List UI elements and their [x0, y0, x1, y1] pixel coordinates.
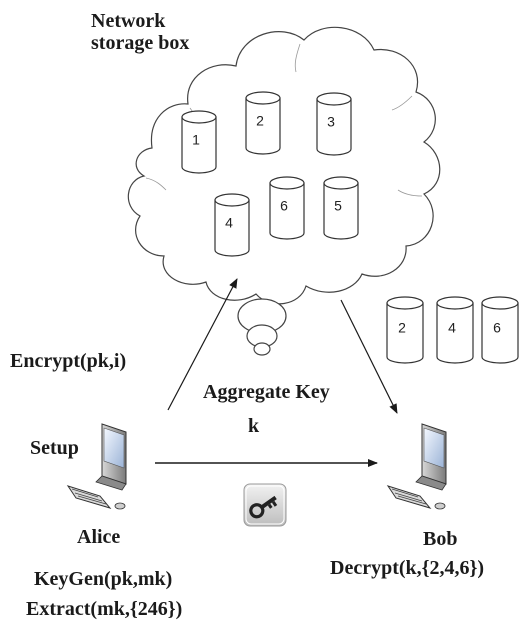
storage-cylinder: 6	[481, 296, 519, 364]
bob-label: Bob	[423, 528, 458, 550]
cylinder-label: 1	[192, 132, 200, 148]
cloud-title: Network storage box	[91, 10, 189, 54]
cylinder-label: 3	[327, 114, 335, 130]
storage-cylinder: 5	[323, 176, 359, 240]
cloud-title-line1: Network	[91, 10, 166, 32]
storage-cylinder: 4	[214, 193, 250, 257]
key-icon	[243, 483, 287, 527]
alice-label: Alice	[77, 526, 121, 548]
decrypt-label: Decrypt(k,{2,4,6})	[330, 557, 485, 579]
computer-icon	[386, 423, 447, 510]
keygen-label: KeyGen(pk,mk)	[34, 568, 173, 590]
storage-cylinder: 4	[436, 296, 474, 364]
storage-cylinder: 3	[316, 92, 352, 156]
setup-label: Setup	[30, 437, 79, 459]
storage-cylinder: 6	[269, 176, 305, 240]
encrypt-label: Encrypt(pk,i)	[10, 350, 127, 372]
download-arrow	[340, 299, 398, 414]
cylinder-label: 4	[448, 320, 456, 336]
cylinder-label: 6	[493, 320, 501, 336]
k-label: k	[248, 415, 260, 437]
computer-icon	[66, 423, 127, 510]
storage-cylinder: 2	[245, 91, 281, 155]
cloud-title-line2: storage box	[91, 32, 190, 54]
extract-label: Extract(mk,{246})	[26, 598, 183, 620]
storage-cylinder: 1	[181, 110, 217, 174]
cylinder-label: 5	[334, 198, 342, 214]
cylinder-label: 2	[398, 320, 406, 336]
cylinder-label: 6	[280, 198, 288, 214]
aggregate-key-label: Aggregate Key	[203, 381, 330, 403]
cylinder-label: 2	[256, 113, 264, 129]
storage-cylinder: 2	[386, 296, 424, 364]
bob-cylinders: 2 4 6	[386, 296, 519, 364]
encrypt-arrow	[167, 278, 238, 411]
cloud-cylinders: 1 2 3 4 6 5	[181, 91, 359, 257]
cylinder-label: 4	[225, 215, 233, 231]
network-storage-cloud	[127, 26, 441, 356]
